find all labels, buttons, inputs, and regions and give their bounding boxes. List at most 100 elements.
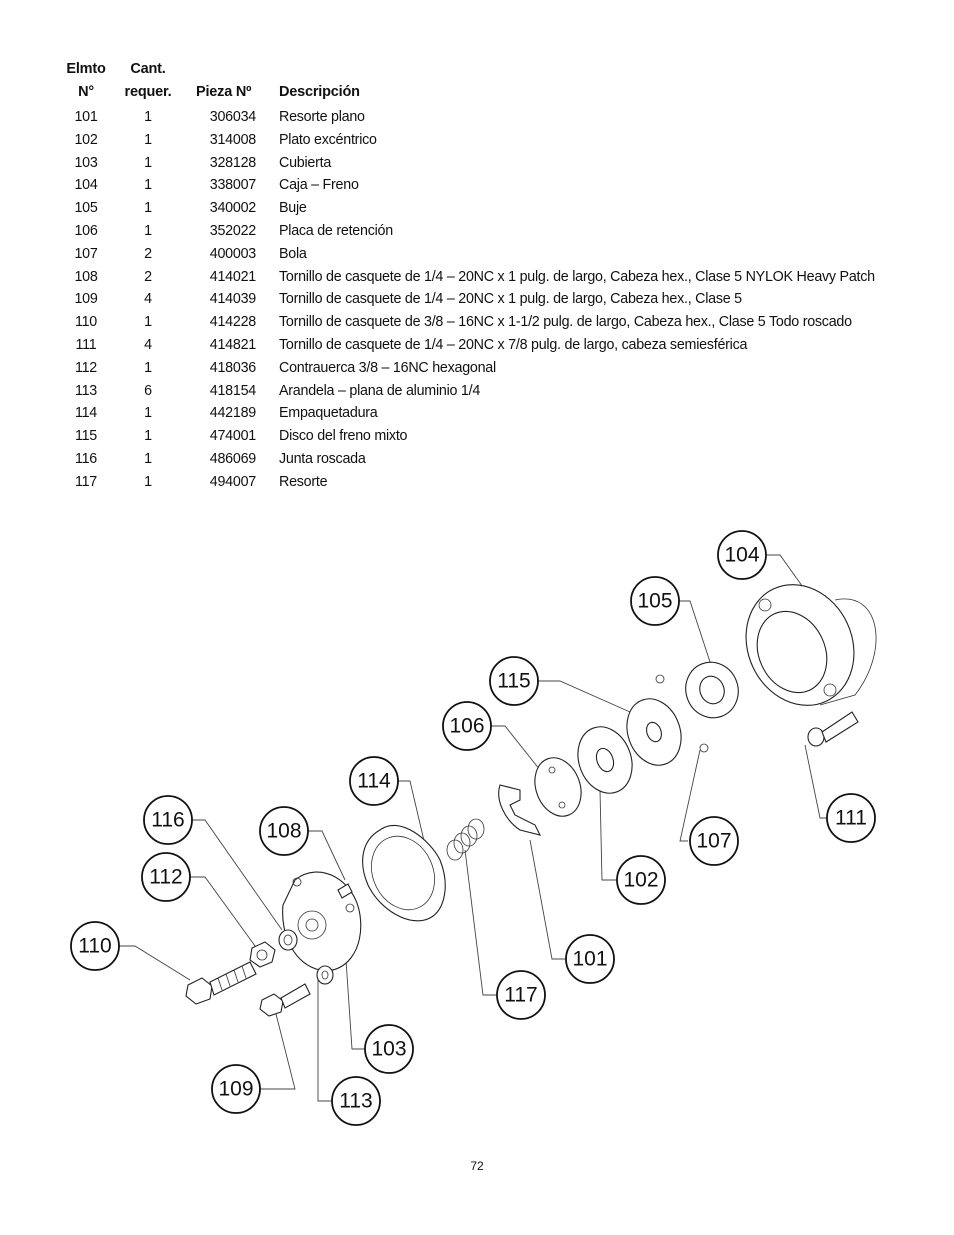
- part-number: 414039: [209, 291, 256, 308]
- description: Caja – Freno: [279, 177, 359, 194]
- callout-108: 108: [259, 806, 309, 856]
- callout-106: 106: [442, 701, 492, 751]
- callout-111: 111: [826, 793, 876, 843]
- part-113-washer: [316, 965, 334, 985]
- part-number: 400003: [209, 245, 256, 262]
- callout-113: 113: [331, 1076, 381, 1126]
- item-number: 103: [74, 154, 98, 171]
- quantity: 1: [144, 131, 152, 148]
- description: Cubierta: [279, 154, 332, 171]
- table-row: 114 1 442189 Empaquetadura: [58, 402, 928, 425]
- part-101-flat-spring: [498, 784, 542, 836]
- part-111-screw: [807, 711, 859, 747]
- svg-text:101: 101: [572, 948, 607, 971]
- part-115-brake-disc: [626, 698, 682, 766]
- part-number: 328128: [209, 154, 256, 171]
- description: Tornillo de casquete de 1/4 – 20NC x 7/8…: [279, 336, 748, 353]
- quantity: 2: [144, 268, 152, 285]
- header-item-line1: Elmto: [66, 61, 106, 77]
- quantity: 1: [144, 177, 152, 194]
- part-number: 494007: [209, 473, 256, 490]
- part-number: 442189: [209, 405, 256, 422]
- svg-text:114: 114: [357, 770, 391, 793]
- table-header: Elmto N° Cant. requer. Pieza Nº Descripc…: [58, 58, 928, 106]
- part-number: 314008: [209, 131, 256, 148]
- exploded-view-diagram: 104 105 115 106 114 116 108 112 110 111 …: [0, 500, 954, 1150]
- description: Tornillo de casquete de 1/4 – 20NC x 1 p…: [279, 268, 875, 285]
- description: Arandela – plana de aluminio 1/4: [279, 382, 481, 399]
- item-number: 109: [74, 291, 98, 308]
- item-number: 115: [74, 428, 98, 445]
- item-number: 110: [74, 314, 98, 331]
- quantity: 1: [144, 359, 152, 376]
- callout-102: 102: [616, 855, 666, 905]
- page-number: 72: [470, 1159, 484, 1173]
- callout-103: 103: [364, 1024, 414, 1074]
- part-number: 418036: [209, 359, 256, 376]
- item-number: 105: [74, 200, 98, 217]
- description: Plato excéntrico: [279, 131, 377, 148]
- table-row: 108 2 414021 Tornillo de casquete de 1/4 – …: [58, 266, 928, 289]
- item-number: 108: [74, 268, 98, 285]
- callout-116: 116: [143, 795, 193, 845]
- description: Contrauerca 3/8 – 16NC hexagonal: [279, 359, 496, 376]
- quantity: 1: [144, 473, 152, 490]
- callout-114: 114: [349, 756, 399, 806]
- header-item-line2: N°: [78, 84, 94, 100]
- callout-105: 105: [630, 576, 680, 626]
- callout-101: 101: [565, 934, 615, 984]
- description: Bola: [279, 245, 307, 262]
- item-number: 117: [74, 473, 98, 490]
- description: Buje: [279, 200, 307, 217]
- leader-lines: [119, 554, 828, 1102]
- quantity: 1: [144, 428, 152, 445]
- item-number: 102: [74, 131, 98, 148]
- item-number: 107: [74, 245, 98, 262]
- svg-text:110: 110: [78, 935, 111, 958]
- description: Tornillo de casquete de 1/4 – 20NC x 1 p…: [279, 291, 742, 308]
- part-106-retainer-plate: [534, 757, 582, 817]
- quantity: 1: [144, 405, 152, 422]
- callout-117: 117: [496, 970, 546, 1020]
- svg-text:105: 105: [637, 590, 672, 613]
- description: Disco del freno mixto: [279, 428, 408, 445]
- description: Resorte plano: [279, 109, 365, 125]
- item-number: 101: [74, 109, 98, 125]
- part-109-bolt: [259, 983, 311, 1017]
- part-number: 486069: [209, 450, 256, 467]
- table-row: 102 1 314008 Plato excéntrico: [58, 129, 928, 152]
- item-number: 112: [74, 359, 98, 376]
- item-number: 104: [74, 177, 98, 194]
- description: Empaquetadura: [279, 405, 378, 422]
- svg-text:108: 108: [266, 820, 301, 843]
- svg-text:109: 109: [218, 1078, 253, 1101]
- parts-table: Elmto N° Cant. requer. Pieza Nº Descripc…: [58, 58, 928, 494]
- svg-text:104: 104: [724, 544, 759, 567]
- item-number: 114: [74, 405, 98, 422]
- part-number: 338007: [209, 177, 256, 194]
- svg-text:106: 106: [449, 715, 484, 738]
- item-number: 113: [74, 382, 98, 399]
- part-number: 414021: [209, 268, 256, 285]
- part-number: 418154: [209, 382, 256, 399]
- part-116-threaded-joint: [278, 929, 298, 951]
- part-number: 340002: [209, 200, 256, 217]
- part-105-bushing: [685, 661, 739, 719]
- header-part: Pieza Nº: [196, 84, 252, 100]
- svg-text:107: 107: [696, 830, 731, 853]
- quantity: 1: [144, 222, 152, 239]
- table-row: 112 1 418036 Contrauerca 3/8 – 16NC hexagon…: [58, 357, 928, 380]
- svg-text:112: 112: [149, 866, 182, 889]
- svg-text:111: 111: [835, 807, 867, 830]
- part-108-screw: [337, 883, 353, 899]
- description: Junta roscada: [279, 450, 366, 467]
